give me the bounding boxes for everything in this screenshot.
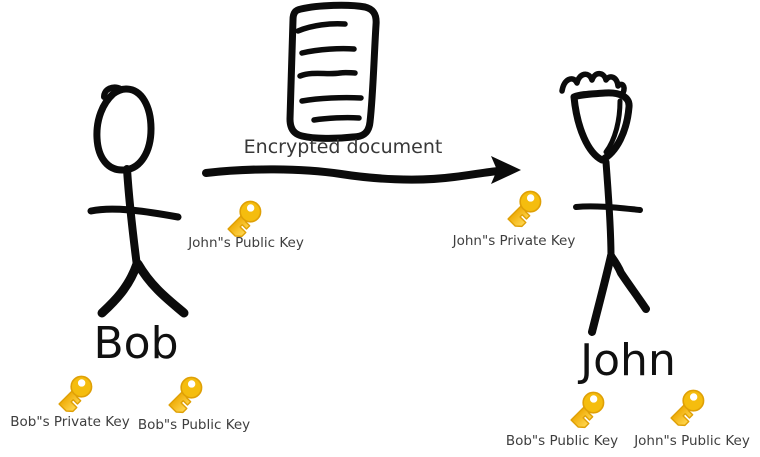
johns-private-key-mid-label: John"s Private Key: [452, 233, 576, 249]
bob-hair-hook: [101, 84, 124, 100]
bobs-private-key-label: Bob"s Private Key: [10, 414, 130, 430]
john-name-label: John: [580, 335, 676, 386]
document-text-lines: [295, 21, 364, 123]
johns-private-key-mid-icon: [502, 186, 547, 231]
transfer-arrow-icon: [202, 156, 521, 184]
john-arms: [573, 203, 643, 213]
encrypted-document-label: Encrypted document: [243, 136, 443, 158]
johns-public-key-mid-label: John"s Public Key: [188, 235, 304, 251]
arrow-shaft: [202, 165, 503, 184]
arrow-head: [491, 156, 521, 184]
john-right-leg: [607, 252, 650, 313]
john-head: [570, 89, 633, 164]
bobs-public-key-left-label: Bob"s Public Key: [137, 417, 251, 433]
bob-stick-figure: [87, 84, 189, 318]
document-outline: [286, 1, 380, 142]
john-hair: [559, 70, 627, 96]
bob-left-leg: [97, 259, 142, 318]
bob-body: [123, 165, 141, 270]
johns-public-key-mid-icon: [222, 196, 267, 241]
bobs-public-key-left-icon: [163, 372, 208, 417]
bobs-public-key-right-label: Bob"s Public Key: [505, 433, 619, 449]
johns-public-key-right-icon: [665, 385, 710, 430]
bob-arms: [87, 205, 182, 221]
john-left-leg: [588, 252, 615, 336]
bobs-private-key-icon: [53, 371, 98, 416]
bob-name-label: Bob: [93, 318, 179, 369]
bob-right-leg: [133, 259, 189, 318]
bob-head: [93, 85, 155, 174]
john-head-inner-line: [603, 98, 623, 155]
bobs-public-key-right-icon: [565, 387, 610, 432]
encrypted-document-icon: [286, 1, 380, 142]
johns-public-key-right-label: John"s Public Key: [634, 433, 750, 449]
john-stick-figure: [559, 70, 650, 336]
